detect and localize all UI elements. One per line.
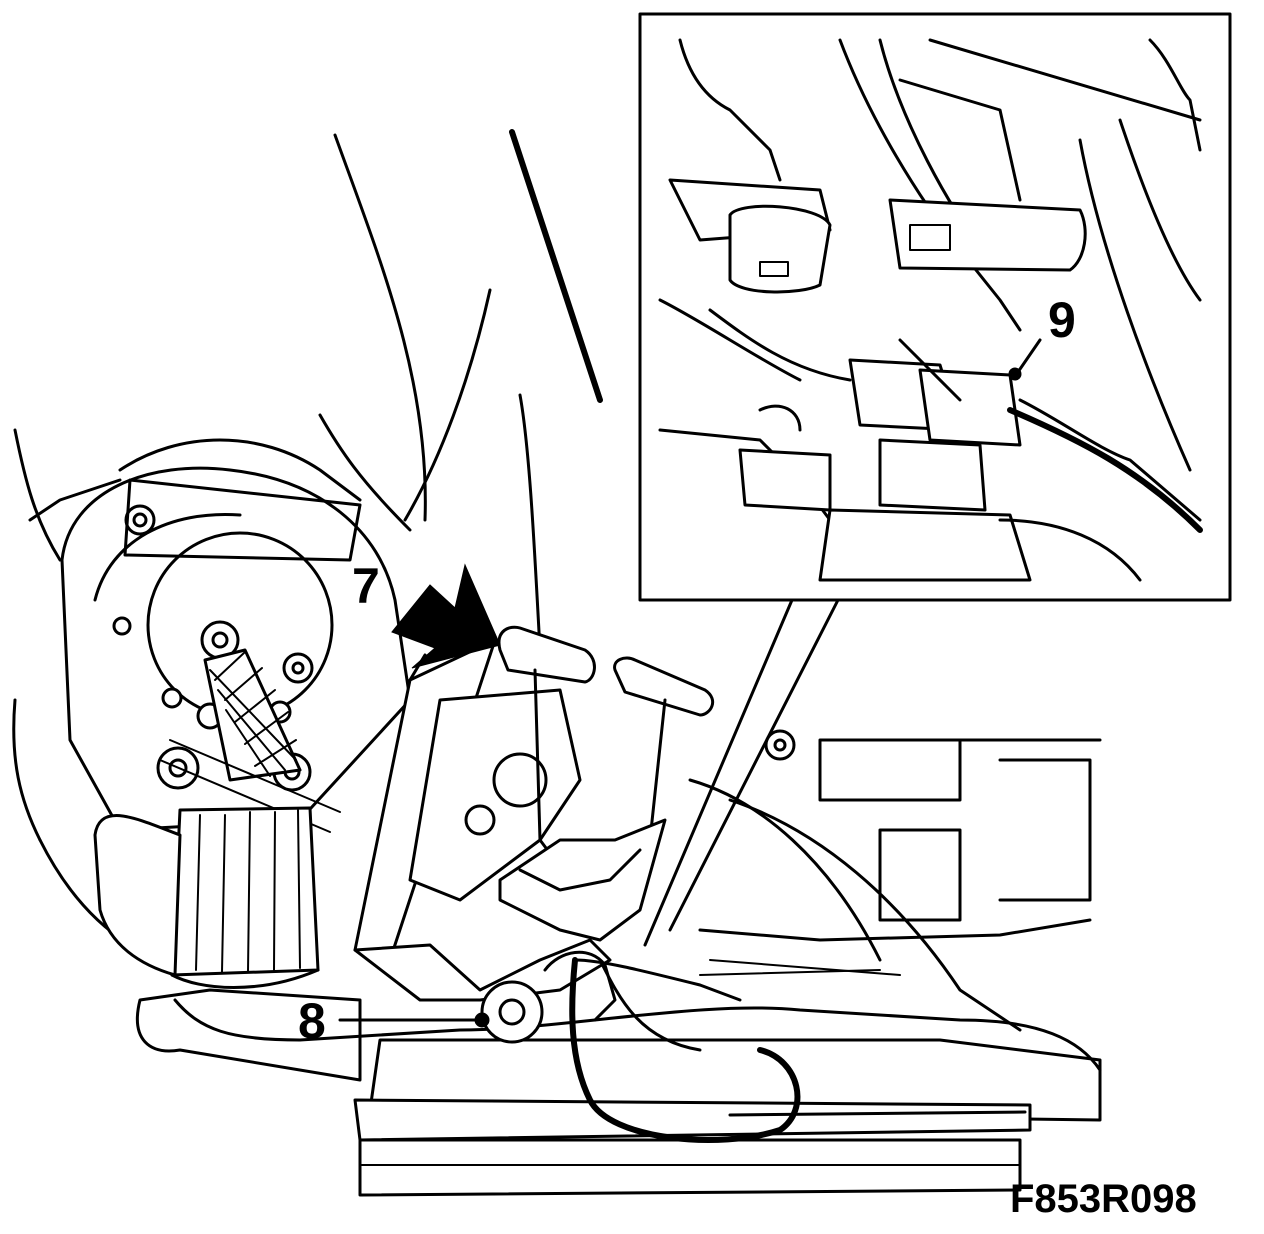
seat-rail-frame [135,988,1102,1197]
direction-arrow [391,563,501,682]
overhead-cable [509,129,603,652]
callout-label-9: 9 [1048,292,1076,348]
callout-leader-8 [338,1012,490,1028]
belt-clip [497,625,715,942]
callout-label-7: 7 [352,558,380,614]
zoom-pointer-lines [643,598,840,947]
figure-reference-code: F853R098 [1010,1177,1197,1221]
right-mechanism [688,729,1102,1032]
callout-label-8: 8 [298,993,326,1049]
hatched-plate [203,648,302,782]
body-contours [12,133,492,962]
electric-motor [93,806,320,989]
seat-motor-assembly [60,466,412,833]
detail-inset: 9 [638,12,1232,602]
main-view: 7 8 [12,129,1102,1197]
wiring-loop [543,950,801,1143]
